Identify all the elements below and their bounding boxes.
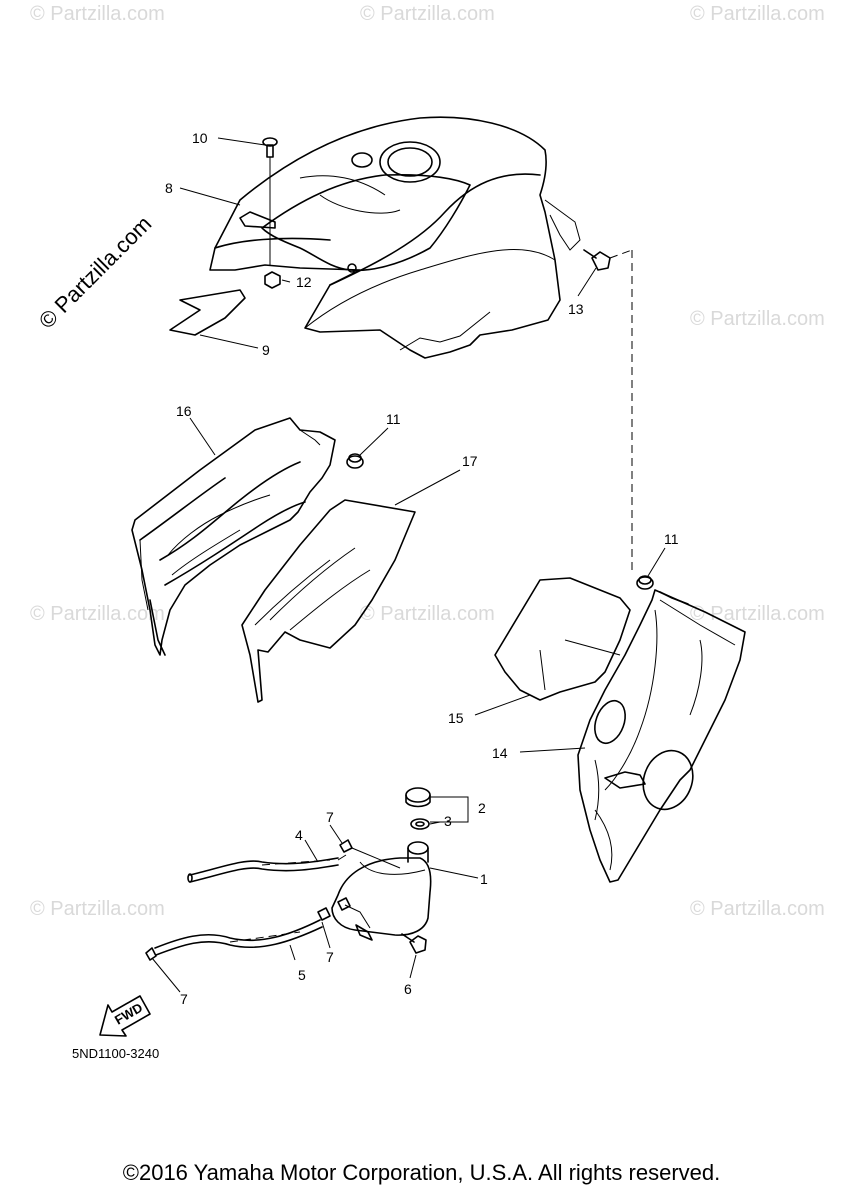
leader-lines [151,137,666,993]
watermark-layer: © Partzilla.com © Partzilla.com © Partzi… [30,3,825,920]
decal [169,289,246,336]
watermark-text: © Partzilla.com [30,898,165,920]
washer [410,818,430,830]
callout-12: 12 [296,274,312,290]
callout-7-mid: 7 [326,949,334,965]
callout-15: 15 [448,710,464,726]
hose-clamp [317,907,331,921]
bolt-right [583,249,633,575]
nut [264,271,281,289]
callout-13: 13 [568,301,584,317]
callout-labels: 10 8 12 9 13 16 11 17 11 15 14 2 3 1 7 4… [165,130,679,1007]
grommet-upper [346,453,364,469]
callout-8: 8 [165,180,173,196]
watermark-text: © Partzilla.com [690,898,825,920]
callout-3: 3 [444,813,452,829]
fwd-label: FWD [112,1000,145,1028]
hose-lower [154,919,323,956]
partzilla-watermark: © Partzilla.com [34,211,157,334]
callout-2: 2 [478,800,486,816]
forward-arrow: FWD [99,995,151,1037]
right-damper-sheet [494,577,631,701]
screw-top [262,137,278,265]
callout-6: 6 [404,981,412,997]
callout-9: 9 [262,342,270,358]
watermark-text: © Partzilla.com [690,603,825,625]
diagram-code: 5ND1100-3240 [72,1046,159,1061]
hose-clamp [339,839,401,869]
fuel-tank-cover [209,116,581,359]
watermark-text: © Partzilla.com [360,3,495,25]
callout-17: 17 [462,453,478,469]
callout-11-lower: 11 [664,531,679,547]
watermark-text: © Partzilla.com [30,603,165,625]
callout-14: 14 [492,745,508,761]
copyright-footer: ©2016 Yamaha Motor Corporation, U.S.A. A… [122,1160,721,1185]
callout-4: 4 [295,827,303,843]
watermark-text: © Partzilla.com [690,3,825,25]
watermark-text: © Partzilla.com [360,603,495,625]
right-side-cover [577,589,746,883]
callout-10: 10 [192,130,208,146]
tank-bolt [401,933,427,954]
hose-upper [187,854,347,883]
callout-16: 16 [176,403,192,419]
callout-7-top: 7 [326,809,334,825]
callout-11-upper: 11 [386,411,401,427]
hose-clamp [145,947,157,961]
callout-7-bottom: 7 [180,991,188,1007]
left-damper-sheet [241,499,416,703]
reservoir-tank [331,841,432,941]
grommet-lower [636,575,654,590]
callout-5: 5 [298,967,306,983]
callout-1: 1 [480,871,488,887]
watermark-text: © Partzilla.com [30,3,165,25]
tank-cap [405,787,431,808]
left-side-cover [131,417,336,656]
watermark-text: © Partzilla.com [690,308,825,330]
